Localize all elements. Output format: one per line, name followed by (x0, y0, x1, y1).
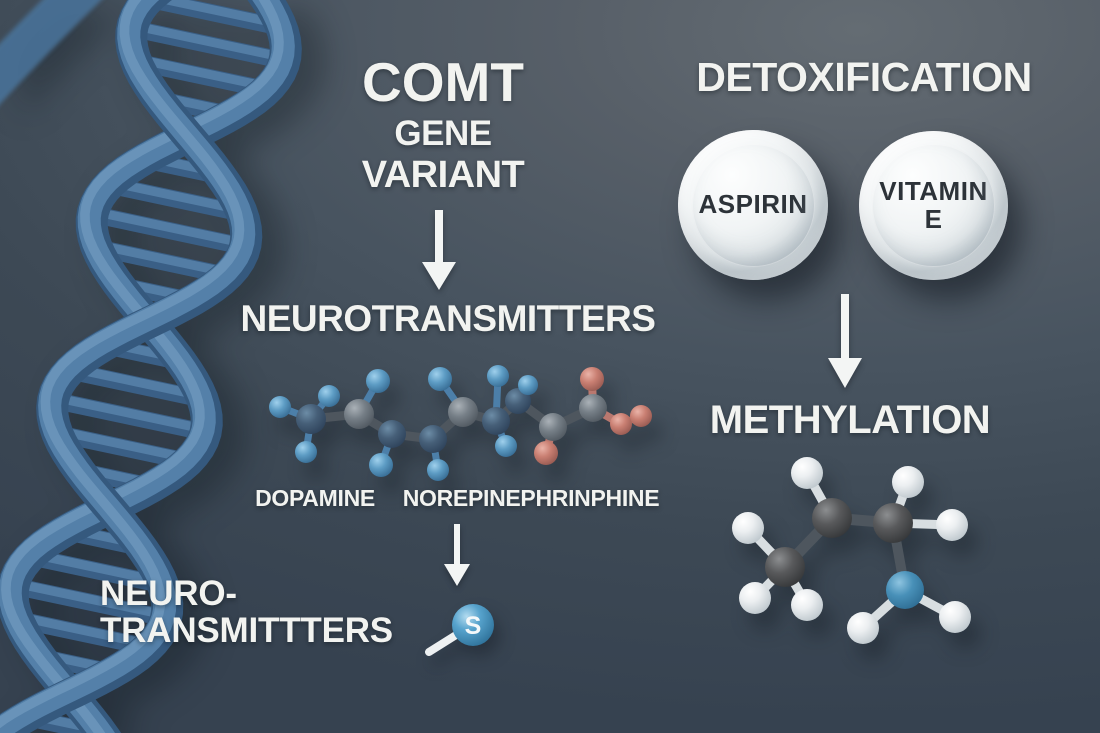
sulfur-sphere-illustration: S (425, 604, 494, 656)
result-line-2: TRANSMITTTERS (100, 611, 393, 650)
gene-title-line: GENE (394, 114, 492, 153)
down-arrow-icon (422, 210, 456, 290)
methylation-label: METHYLATION (709, 398, 991, 442)
aspirin-pill-label: ASPIRIN (698, 189, 808, 220)
comt-gene-variant-title: COMT GENE VARIANT (283, 51, 603, 197)
down-arrow-icon (444, 524, 470, 586)
vitamin-e-line: E (924, 203, 943, 234)
detoxification-title: DETOXIFICATION (696, 54, 1032, 100)
variant-title-line: VARIANT (361, 154, 525, 196)
vitamin-e-pill: VITAMIN E (859, 131, 1008, 280)
aspirin-pill: ASPIRIN (678, 130, 828, 280)
methyl-molecule-illustration (732, 457, 971, 644)
neurotransmitters-result-label: NEURO- TRANSMITTTERS (100, 575, 440, 649)
sulfur-atom (452, 604, 494, 646)
vitamin-e-pill-label: VITAMIN E (879, 178, 987, 232)
down-arrow-icon (828, 294, 862, 388)
norepinephrine-label: NOREPINEPHRINPHINE (402, 485, 660, 511)
dopamine-label: DOPAMINE (255, 485, 375, 511)
comt-title-line: COMT (362, 51, 524, 113)
result-line-1: NEURO- (100, 574, 237, 613)
sulfur-letter: S (465, 612, 482, 640)
vitamin-line: VITAMIN (879, 176, 988, 207)
catecholamine-molecule-illustration (269, 365, 652, 481)
neurotransmitters-label: NEUROTRANSMITTERS (240, 298, 656, 339)
dna-helix-illustration (0, 0, 302, 733)
